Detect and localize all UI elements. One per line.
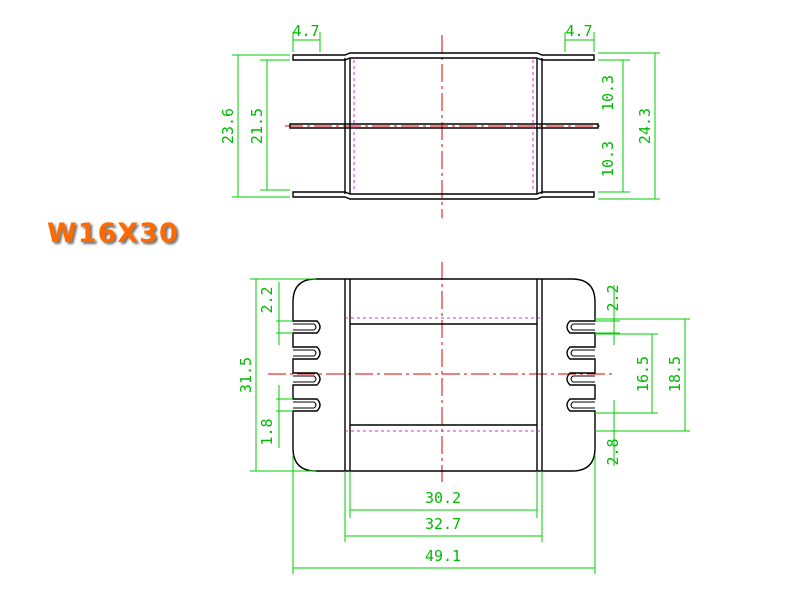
dim-half-lower: 10.3	[599, 141, 617, 177]
middle-divider	[289, 123, 599, 129]
bobbin-outline	[292, 278, 596, 472]
front-view: 31.5 2.2 1.8 2.2 16.5 18.5 2.8	[237, 262, 690, 574]
dim-half-upper: 10.3	[599, 75, 617, 111]
dim-outer-right: 18.5	[666, 356, 684, 392]
dim-bottom-right: 2.8	[604, 438, 622, 465]
dim-pin-pitch: 1.8	[258, 418, 276, 445]
dim-slot-top-right: 2.2	[604, 284, 622, 311]
dim-width-inner: 30.2	[425, 489, 461, 507]
bottom-flange	[292, 191, 595, 200]
dim-width-total: 49.1	[425, 547, 461, 565]
top-view: 4.7 4.7 23.6 21.5 10.3 10.3	[219, 22, 660, 218]
dim-flange-right: 4.7	[565, 22, 592, 40]
dim-height-left: 31.5	[237, 357, 255, 393]
slot-inner-right	[570, 323, 595, 409]
dim-width-mid: 32.7	[425, 515, 461, 533]
part-title: W16X30	[47, 218, 179, 249]
dim-flange-left: 4.7	[292, 22, 319, 40]
dim-height-outer-left: 23.6	[219, 108, 237, 144]
dim-height-inner-left: 21.5	[248, 108, 266, 144]
dim-inner-right: 16.5	[634, 356, 652, 392]
top-flange	[292, 52, 595, 61]
dim-height-right: 24.3	[636, 108, 654, 144]
dim-slot-top-left: 2.2	[258, 286, 276, 313]
slot-inner-left	[293, 323, 317, 409]
